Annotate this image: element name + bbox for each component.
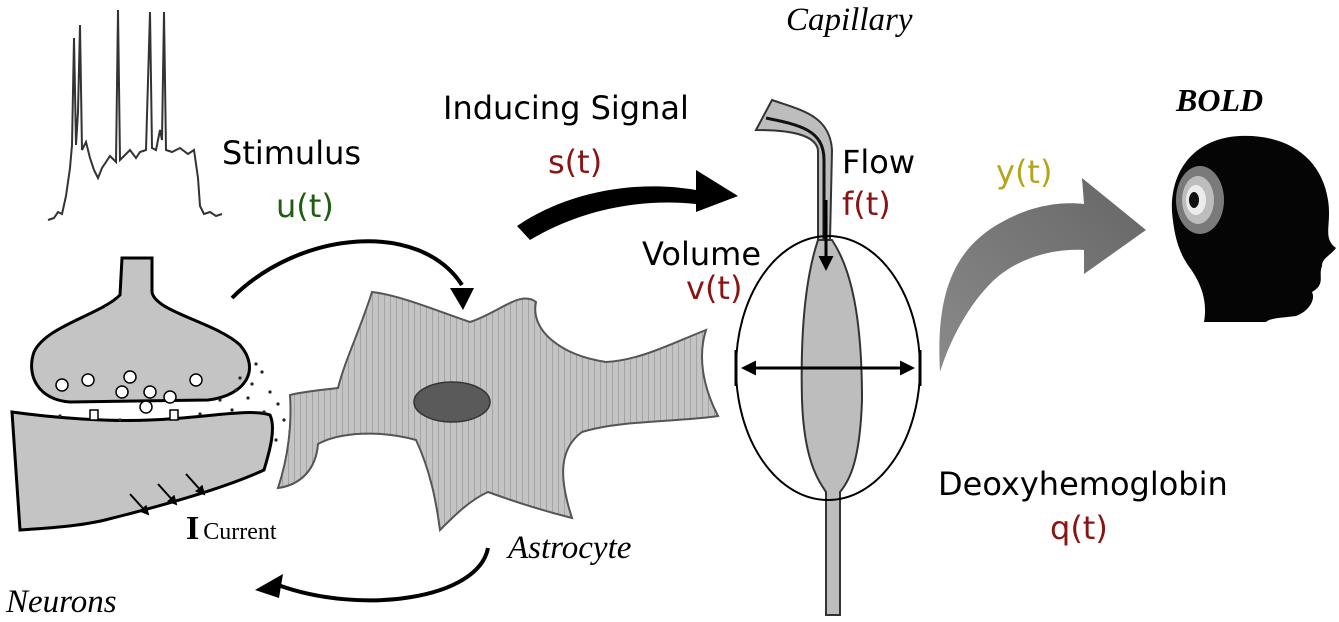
spike-train-trace-icon: [47, 9, 223, 221]
current-symbol: I: [186, 510, 200, 547]
astrocyte-label: Astrocyte: [508, 530, 632, 566]
stimulus-arrow: [230, 239, 474, 310]
volume-function-label: v(t): [686, 269, 743, 307]
deoxyhemoglobin-function-label: q(t): [1050, 509, 1108, 547]
current-subscript: Current: [203, 519, 277, 545]
flow-label: Flow: [842, 143, 916, 181]
stimulus-function-label: u(t): [276, 187, 334, 225]
inducing-signal-function-label: s(t): [548, 143, 603, 181]
deoxyhemoglobin-label: Deoxyhemoglobin: [938, 465, 1228, 503]
neurons-label: Neurons: [6, 584, 117, 620]
synapse-illustration: [10, 256, 292, 532]
inducing-signal-label: Inducing Signal: [443, 89, 689, 127]
volume-label: Volume: [642, 235, 762, 273]
capillary-vessel-illustration: [734, 98, 922, 616]
head-profile-bold-icon: [1171, 135, 1336, 322]
feedback-arrow: [255, 547, 490, 603]
astrocyte-cell-illustration: [276, 290, 720, 533]
bold-label: BOLD: [1176, 82, 1264, 118]
bold-output-arrow: [939, 178, 1146, 372]
bold-output-function-label: y(t): [996, 153, 1053, 191]
current-label: I Current: [186, 512, 277, 546]
inducing-signal-arrow: [517, 170, 738, 240]
stimulus-label: Stimulus: [222, 134, 362, 172]
capillary-label: Capillary: [786, 2, 913, 38]
flow-function-label: f(t): [842, 185, 891, 223]
